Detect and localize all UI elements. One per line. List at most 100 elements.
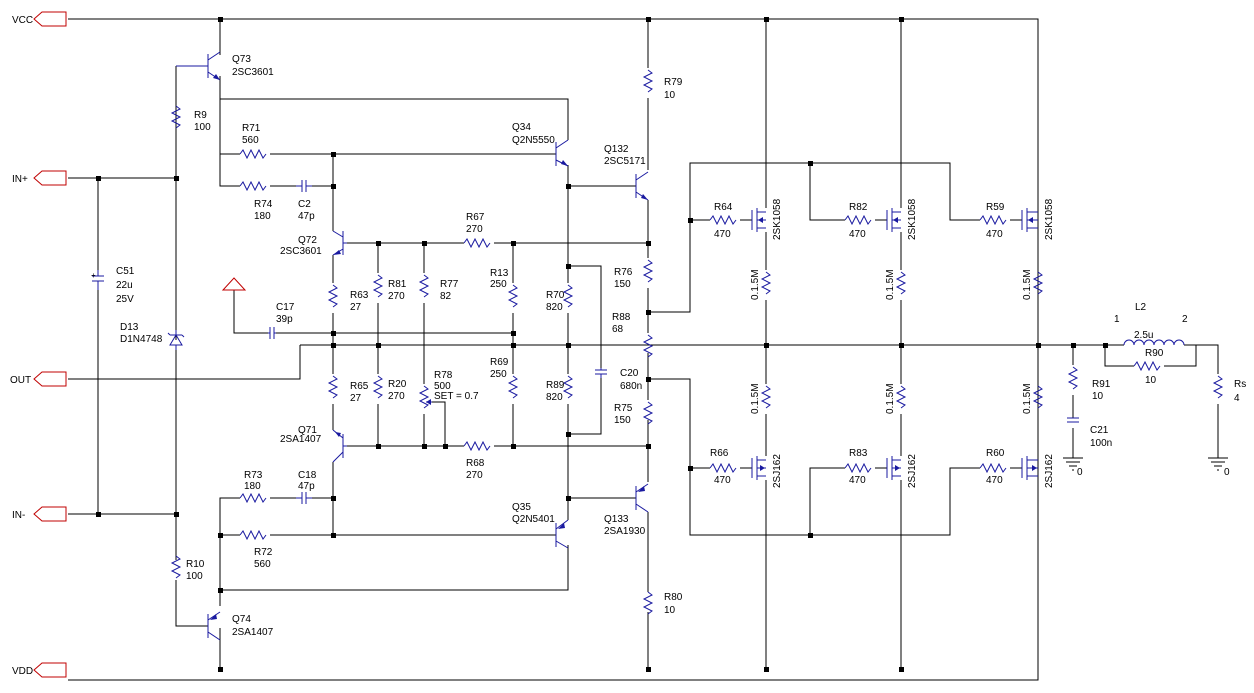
svg-text:39p: 39p bbox=[276, 314, 293, 325]
capacitor-C51: + C51 22u 25V bbox=[91, 266, 135, 305]
svg-text:C20: C20 bbox=[620, 368, 639, 379]
rsrc-label-4: 0.1.5M bbox=[750, 383, 761, 414]
resistor-R75: R75 150 bbox=[614, 401, 654, 426]
resistor-R13: R13 250 bbox=[490, 268, 519, 308]
svg-text:C17: C17 bbox=[276, 302, 295, 313]
resistor-R80: R80 10 bbox=[642, 591, 683, 616]
rsrc-label-3: 0.1.5M bbox=[1022, 269, 1033, 300]
svg-text:R9: R9 bbox=[194, 110, 207, 121]
svg-text:R90: R90 bbox=[1145, 348, 1164, 359]
resistor-R10: R10 100 bbox=[170, 555, 205, 582]
svg-text:Q35: Q35 bbox=[512, 502, 531, 513]
svg-text:0: 0 bbox=[1077, 467, 1083, 478]
svg-text:2SK1058: 2SK1058 bbox=[1044, 198, 1055, 240]
svg-text:R69: R69 bbox=[490, 357, 509, 368]
svg-text:R66: R66 bbox=[710, 448, 729, 459]
svg-text:+: + bbox=[91, 271, 96, 280]
svg-text:560: 560 bbox=[242, 135, 259, 146]
resistor-R66: R66 470 bbox=[709, 448, 737, 486]
svg-text:250: 250 bbox=[490, 279, 507, 290]
resistor-Rs: Rs 4 bbox=[1212, 375, 1246, 404]
transistor-Q133: Q133 2SA1930 bbox=[604, 483, 649, 537]
resistor-R79: R79 10 bbox=[642, 69, 683, 101]
svg-text:Q72: Q72 bbox=[298, 235, 317, 246]
resistor-R88: R88 68 bbox=[612, 312, 654, 358]
svg-text:270: 270 bbox=[466, 224, 483, 235]
svg-text:470: 470 bbox=[714, 229, 731, 240]
resistor-R72: R72 560 bbox=[239, 529, 273, 570]
svg-text:SET = 0.7: SET = 0.7 bbox=[434, 391, 479, 402]
svg-text:R74: R74 bbox=[254, 199, 273, 210]
ground-symbol-1: 0 bbox=[1063, 457, 1083, 478]
svg-text:2SA1407: 2SA1407 bbox=[232, 627, 274, 638]
svg-text:R88: R88 bbox=[612, 312, 631, 323]
svg-text:Q34: Q34 bbox=[512, 122, 531, 133]
svg-text:C2: C2 bbox=[298, 199, 311, 210]
svg-text:R70: R70 bbox=[546, 290, 565, 301]
resistor-R74: R74 180 bbox=[239, 180, 273, 222]
port-in-plus: IN+ bbox=[12, 170, 67, 186]
svg-text:2SK1058: 2SK1058 bbox=[907, 198, 918, 240]
svg-text:R60: R60 bbox=[986, 448, 1005, 459]
resistor-R76: R76 150 bbox=[614, 259, 654, 290]
svg-text:Q71: Q71 bbox=[298, 425, 317, 436]
svg-text:R75: R75 bbox=[614, 403, 633, 414]
ground-symbol-2: 0 bbox=[1208, 457, 1230, 478]
svg-text:R82: R82 bbox=[849, 202, 868, 213]
svg-text:R10: R10 bbox=[186, 559, 205, 570]
port-vcc: VCC bbox=[12, 11, 67, 27]
svg-text:10: 10 bbox=[664, 605, 676, 616]
svg-text:R20: R20 bbox=[388, 379, 407, 390]
resistor-R82: R82 470 bbox=[844, 202, 872, 240]
svg-text:150: 150 bbox=[614, 415, 631, 426]
svg-text:R78: R78 bbox=[434, 370, 453, 381]
wires bbox=[68, 18, 1219, 681]
svg-text:270: 270 bbox=[388, 391, 405, 402]
port-out: OUT bbox=[10, 371, 67, 387]
transistor-Q132: Q132 2SC5171 bbox=[604, 144, 649, 201]
svg-text:470: 470 bbox=[986, 229, 1003, 240]
svg-text:2SJ162: 2SJ162 bbox=[772, 454, 783, 488]
svg-text:1: 1 bbox=[1114, 314, 1120, 325]
svg-text:R80: R80 bbox=[664, 592, 683, 603]
resistor-R64: R64 470 bbox=[709, 202, 737, 240]
svg-text:R89: R89 bbox=[546, 380, 565, 391]
svg-text:0: 0 bbox=[1224, 467, 1230, 478]
mosfet-bottom-1: 2SJ162 bbox=[751, 454, 783, 488]
svg-text:Q132: Q132 bbox=[604, 144, 629, 155]
svg-text:2SC3601: 2SC3601 bbox=[232, 67, 274, 78]
svg-text:560: 560 bbox=[254, 559, 271, 570]
diode-D13: D13 D1N4748 bbox=[120, 322, 185, 350]
resistor-R70: R70 820 bbox=[546, 284, 574, 313]
svg-text:68: 68 bbox=[612, 324, 624, 335]
resistor-R65: R65 27 bbox=[327, 375, 369, 404]
svg-text:2SC3601: 2SC3601 bbox=[280, 246, 322, 257]
svg-text:180: 180 bbox=[244, 481, 261, 492]
svg-text:D13: D13 bbox=[120, 322, 139, 333]
svg-text:R91: R91 bbox=[1092, 379, 1111, 390]
source-resistors: 0.1.5M 0.1.5M 0.1.5M 0.1.5M 0.1.5M 0.1.5… bbox=[750, 269, 1044, 414]
svg-text:470: 470 bbox=[714, 475, 731, 486]
mosfet-top-2: 2SK1058 bbox=[886, 198, 918, 240]
port-out-label: OUT bbox=[10, 375, 31, 386]
svg-text:270: 270 bbox=[466, 470, 483, 481]
resistor-R67: R67 270 bbox=[463, 212, 491, 249]
svg-text:100: 100 bbox=[194, 122, 211, 133]
svg-text:22u: 22u bbox=[116, 280, 133, 291]
svg-text:D1N4748: D1N4748 bbox=[120, 334, 163, 345]
svg-text:470: 470 bbox=[986, 475, 1003, 486]
port-vdd-label: VDD bbox=[12, 666, 33, 677]
svg-text:Q2N5550: Q2N5550 bbox=[512, 135, 555, 146]
svg-text:470: 470 bbox=[849, 229, 866, 240]
svg-text:R76: R76 bbox=[614, 267, 633, 278]
resistor-R83: R83 470 bbox=[844, 448, 872, 486]
resistor-R71: R71 560 bbox=[239, 123, 267, 160]
capacitor-C17: C17 39p bbox=[268, 302, 295, 339]
svg-text:2SA1930: 2SA1930 bbox=[604, 526, 646, 537]
svg-text:R83: R83 bbox=[849, 448, 868, 459]
resistor-R60: R60 470 bbox=[979, 448, 1007, 486]
svg-text:Q133: Q133 bbox=[604, 514, 629, 525]
svg-text:Q74: Q74 bbox=[232, 614, 251, 625]
resistor-R90: R90 10 bbox=[1133, 348, 1164, 386]
svg-text:R79: R79 bbox=[664, 77, 683, 88]
